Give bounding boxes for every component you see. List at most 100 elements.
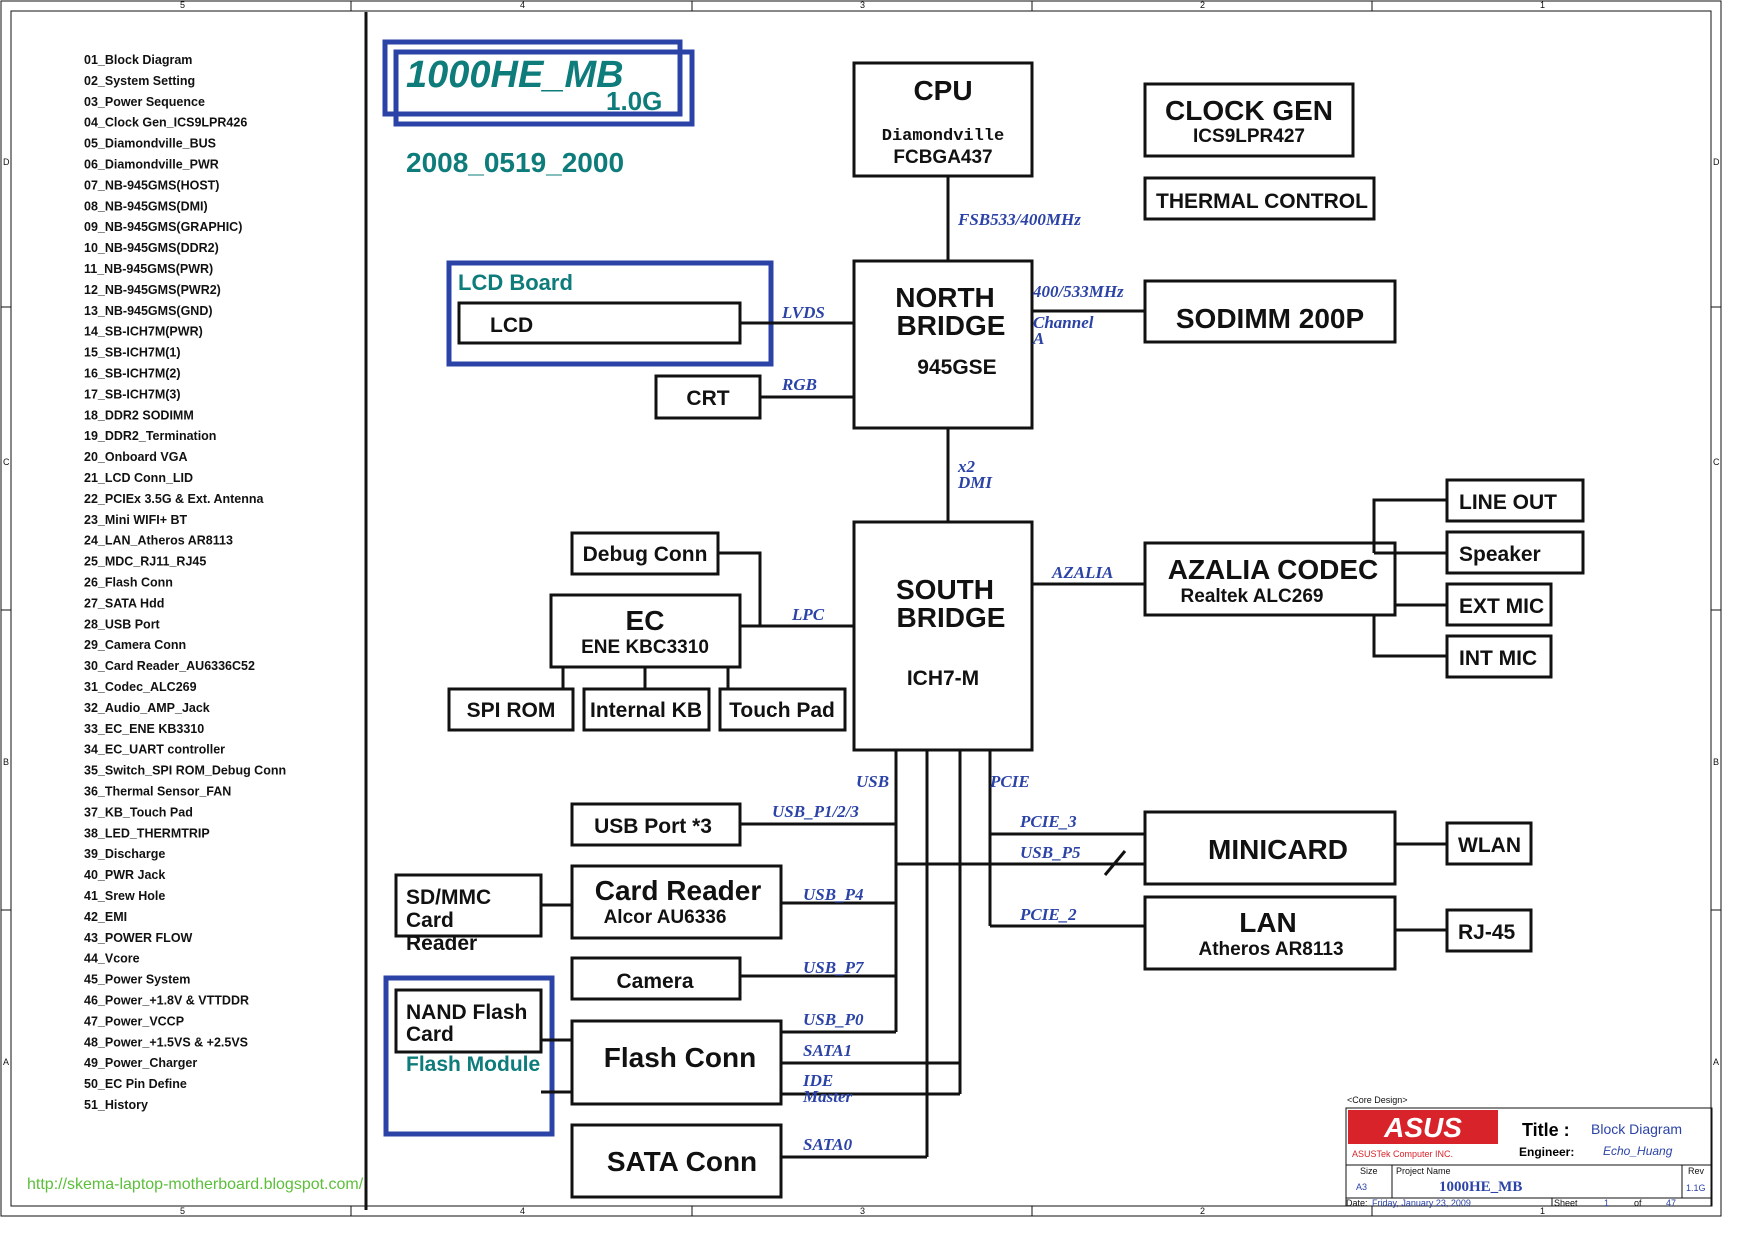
col-label: 5 [180,1206,185,1216]
index-item: 14_SB-ICH7M(PWR) [84,325,203,339]
size-value: A3 [1356,1182,1367,1192]
index-item: 35_Switch_SPI ROM_Debug Conn [84,764,286,778]
line-out-label: LINE OUT [1459,491,1557,514]
index-item: 51_History [84,1098,148,1112]
source-url: http://skema-laptop-motherboard.blogspot… [27,1176,364,1193]
asus-logo-text: ASUS [1383,1112,1462,1143]
card-reader-block: Card Reader Alcor AU6336 [570,864,783,940]
col-label: 2 [1200,1206,1205,1216]
fsb-bus-label: FSB533/400MHz [957,210,1081,229]
pcie3-label: PCIE_3 [1019,812,1077,831]
index-item: 15_SB-ICH7M(1) [84,346,181,360]
sata-conn-label: SATA Conn [607,1146,757,1177]
date-value: Friday, January 23, 2009 [1372,1198,1471,1208]
index-item: 13_NB-945GMS(GND) [84,304,213,318]
index-item: 37_KB_Touch Pad [84,805,193,819]
index-item: 47_Power_VCCP [84,1014,184,1028]
size-label: Size [1360,1166,1378,1176]
col-label: 1 [1540,0,1545,10]
title-value: Block Diagram [1591,1121,1682,1137]
index-item: 46_Power_+1.8V & VTTDDR [84,994,249,1008]
thermal-control-label: THERMAL CONTROL [1156,190,1368,213]
core-design-label: <Core Design> [1347,1095,1408,1105]
usb-p5-label: USB_P5 [1020,843,1081,862]
clock-gen-sub: ICS9LPR427 [1193,126,1305,147]
index-item: 04_Clock Gen_ICS9LPR426 [84,116,247,130]
rgb-bus-label: RGB [781,375,817,394]
int-mic-block: INT MIC [1445,634,1553,679]
sb-line2: BRIDGE [897,602,1006,633]
row-label: D [1713,157,1720,167]
index-item: 38_LED_THERMTRIP [84,826,210,840]
index-item: 40_PWR Jack [84,868,165,882]
index-item: 05_Diamondville_BUS [84,137,216,151]
cpu-sub1: Diamondville [882,127,1004,146]
project-value: 1000HE_MB [1439,1179,1522,1195]
engineer-value: Echo_Huang [1603,1144,1673,1158]
line-out-block: LINE OUT [1445,478,1585,523]
sd-mmc-line1: SD/MMC [406,886,491,909]
usb-port-label: USB Port *3 [594,815,712,838]
usb-p123-label: USB_P1/2/3 [772,802,859,821]
lpc-bus-label: LPC [791,605,825,624]
wlan-label: WLAN [1458,834,1521,857]
model-frame-front [393,49,695,127]
index-item: 10_NB-945GMS(DDR2) [84,241,219,255]
index-item: 41_Srew Hole [84,889,165,903]
internal-kb-block: Internal KB [582,687,711,732]
touch-pad-block: Touch Pad [718,687,847,732]
index-item: 11_NB-945GMS(PWR) [84,262,213,276]
minicard-label: MINICARD [1208,834,1348,865]
index-item: 27_SATA Hdd [84,596,164,610]
clock-gen-block: CLOCK GEN ICS9LPR427 [1143,82,1355,158]
rj45-label: RJ-45 [1458,921,1516,944]
sd-mmc-block: SD/MMC Card Reader [394,873,543,955]
int-mic-label: INT MIC [1459,647,1537,670]
usb-bus-label: USB [856,772,889,791]
index-item: 28_USB Port [84,617,161,631]
sheet-value: 1 [1604,1198,1609,1208]
index-item: 39_Discharge [84,847,165,861]
row-label: B [3,757,9,767]
index-item: 07_NB-945GMS(HOST) [84,178,219,192]
ext-mic-label: EXT MIC [1459,595,1544,618]
col-label: 4 [520,1206,525,1216]
of-value: 47 [1666,1198,1676,1208]
card-reader-chip: Alcor AU6336 [604,907,727,928]
nand-line2: Card [406,1023,454,1046]
ec-chip: ENE KBC3310 [581,637,709,658]
sata-conn-block: SATA Conn [570,1123,783,1199]
flash-module-block: NAND Flash Card Flash Module [383,975,555,1137]
sd-mmc-line2: Card [406,909,454,932]
south-bridge-block: SOUTH BRIDGE ICH7-M [852,520,1034,752]
spi-rom-label: SPI ROM [467,699,556,722]
index-item: 26_Flash Conn [84,576,173,590]
index-item: 06_Diamondville_PWR [84,158,219,172]
dmi-label: DMI [957,473,993,492]
nb-line2: BRIDGE [897,310,1006,341]
index-item: 50_EC Pin Define [84,1077,187,1091]
sodimm-block: SODIMM 200P [1143,279,1397,344]
index-item: 30_Card Reader_AU6336C52 [84,659,255,673]
index-item: 29_Camera Conn [84,638,186,652]
ext-mic-block: EXT MIC [1445,582,1553,627]
mem-channel-label: Channel [1033,313,1094,332]
cpu-name: CPU [913,75,972,106]
rj45-block: RJ-45 [1445,908,1533,953]
row-label: C [1713,457,1720,467]
flash-conn-block: Flash Conn [570,1019,783,1106]
usb-p4-label: USB_P4 [803,885,863,904]
north-bridge-block: NORTH BRIDGE 945GSE [852,259,1034,430]
row-label: C [3,457,10,467]
index-item: 31_Codec_ALC269 [84,680,197,694]
touch-pad-label: Touch Pad [729,699,835,722]
index-item: 08_NB-945GMS(DMI) [84,199,208,213]
sd-mmc-line3: Reader [406,932,477,955]
title-block: <Core Design> ASUS ASUSTek Computer INC.… [1345,1095,1713,1208]
row-label: D [3,157,10,167]
wlan-block: WLAN [1445,821,1533,866]
index-item: 12_NB-945GMS(PWR2) [84,283,221,297]
ec-block: EC ENE KBC3310 [549,593,742,669]
